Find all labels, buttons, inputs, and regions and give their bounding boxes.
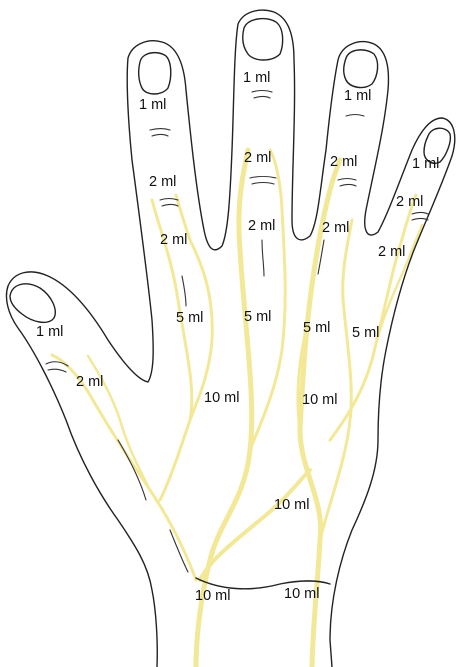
hand-outline [6, 10, 454, 667]
label-index-base: 5 ml [176, 310, 203, 326]
index-crease-1 [150, 129, 170, 131]
vein-wrist-cross [200, 470, 310, 580]
label-little-tip: 1 ml [412, 156, 439, 172]
label-ring-base: 5 ml [303, 320, 330, 336]
label-ring-tip: 1 ml [344, 88, 371, 104]
label-palm-center: 10 ml [274, 497, 309, 513]
label-thumb-tip: 1 ml [36, 324, 63, 340]
label-little-mid: 2 ml [396, 194, 423, 210]
little-crease-2 [412, 219, 428, 221]
vein-index-2 [176, 195, 212, 420]
vein-middle [250, 150, 285, 450]
label-thumb-base: 2 ml [76, 374, 103, 390]
label-middle-low: 2 ml [248, 218, 275, 234]
index-crease-2 [152, 135, 168, 137]
label-wrist-left: 10 ml [195, 588, 230, 604]
ring-crease-3 [340, 185, 356, 187]
label-ring-mid: 2 ml [330, 154, 357, 170]
little-crease-1 [412, 213, 428, 215]
index-crease-4 [162, 205, 178, 207]
label-index-mid: 2 ml [149, 174, 176, 190]
index-base-line-1 [182, 276, 186, 306]
label-index-tip: 1 ml [139, 97, 166, 113]
label-middle-base: 5 ml [244, 309, 271, 325]
thumb-crease-2 [48, 369, 66, 372]
label-little-low: 2 ml [378, 244, 405, 260]
label-little-base: 5 ml [352, 325, 379, 341]
label-wrist-right: 10 ml [284, 586, 319, 602]
ring-crease-2 [338, 179, 356, 181]
middle-crease-1 [252, 91, 272, 93]
ring-nail [344, 50, 378, 88]
index-crease-3 [160, 199, 178, 201]
middle-base-line-1 [262, 240, 264, 276]
label-palm-left: 10 ml [204, 390, 239, 406]
thumb-nail [10, 284, 55, 323]
label-middle-tip: 1 ml [243, 70, 270, 86]
label-index-low: 2 ml [160, 232, 187, 248]
vein-ring-2 [320, 220, 352, 540]
middle-crease-2 [254, 97, 270, 99]
vein-network [52, 150, 422, 667]
label-ring-low: 2 ml [322, 220, 349, 236]
middle-crease-3 [250, 177, 276, 179]
middle-nail [243, 19, 283, 60]
label-middle-mid: 2 ml [244, 150, 271, 166]
label-palm-right: 10 ml [302, 392, 337, 408]
middle-crease-4 [252, 183, 274, 185]
ring-crease-1 [346, 115, 364, 117]
index-nail [139, 53, 171, 94]
hand-contour [6, 10, 454, 667]
